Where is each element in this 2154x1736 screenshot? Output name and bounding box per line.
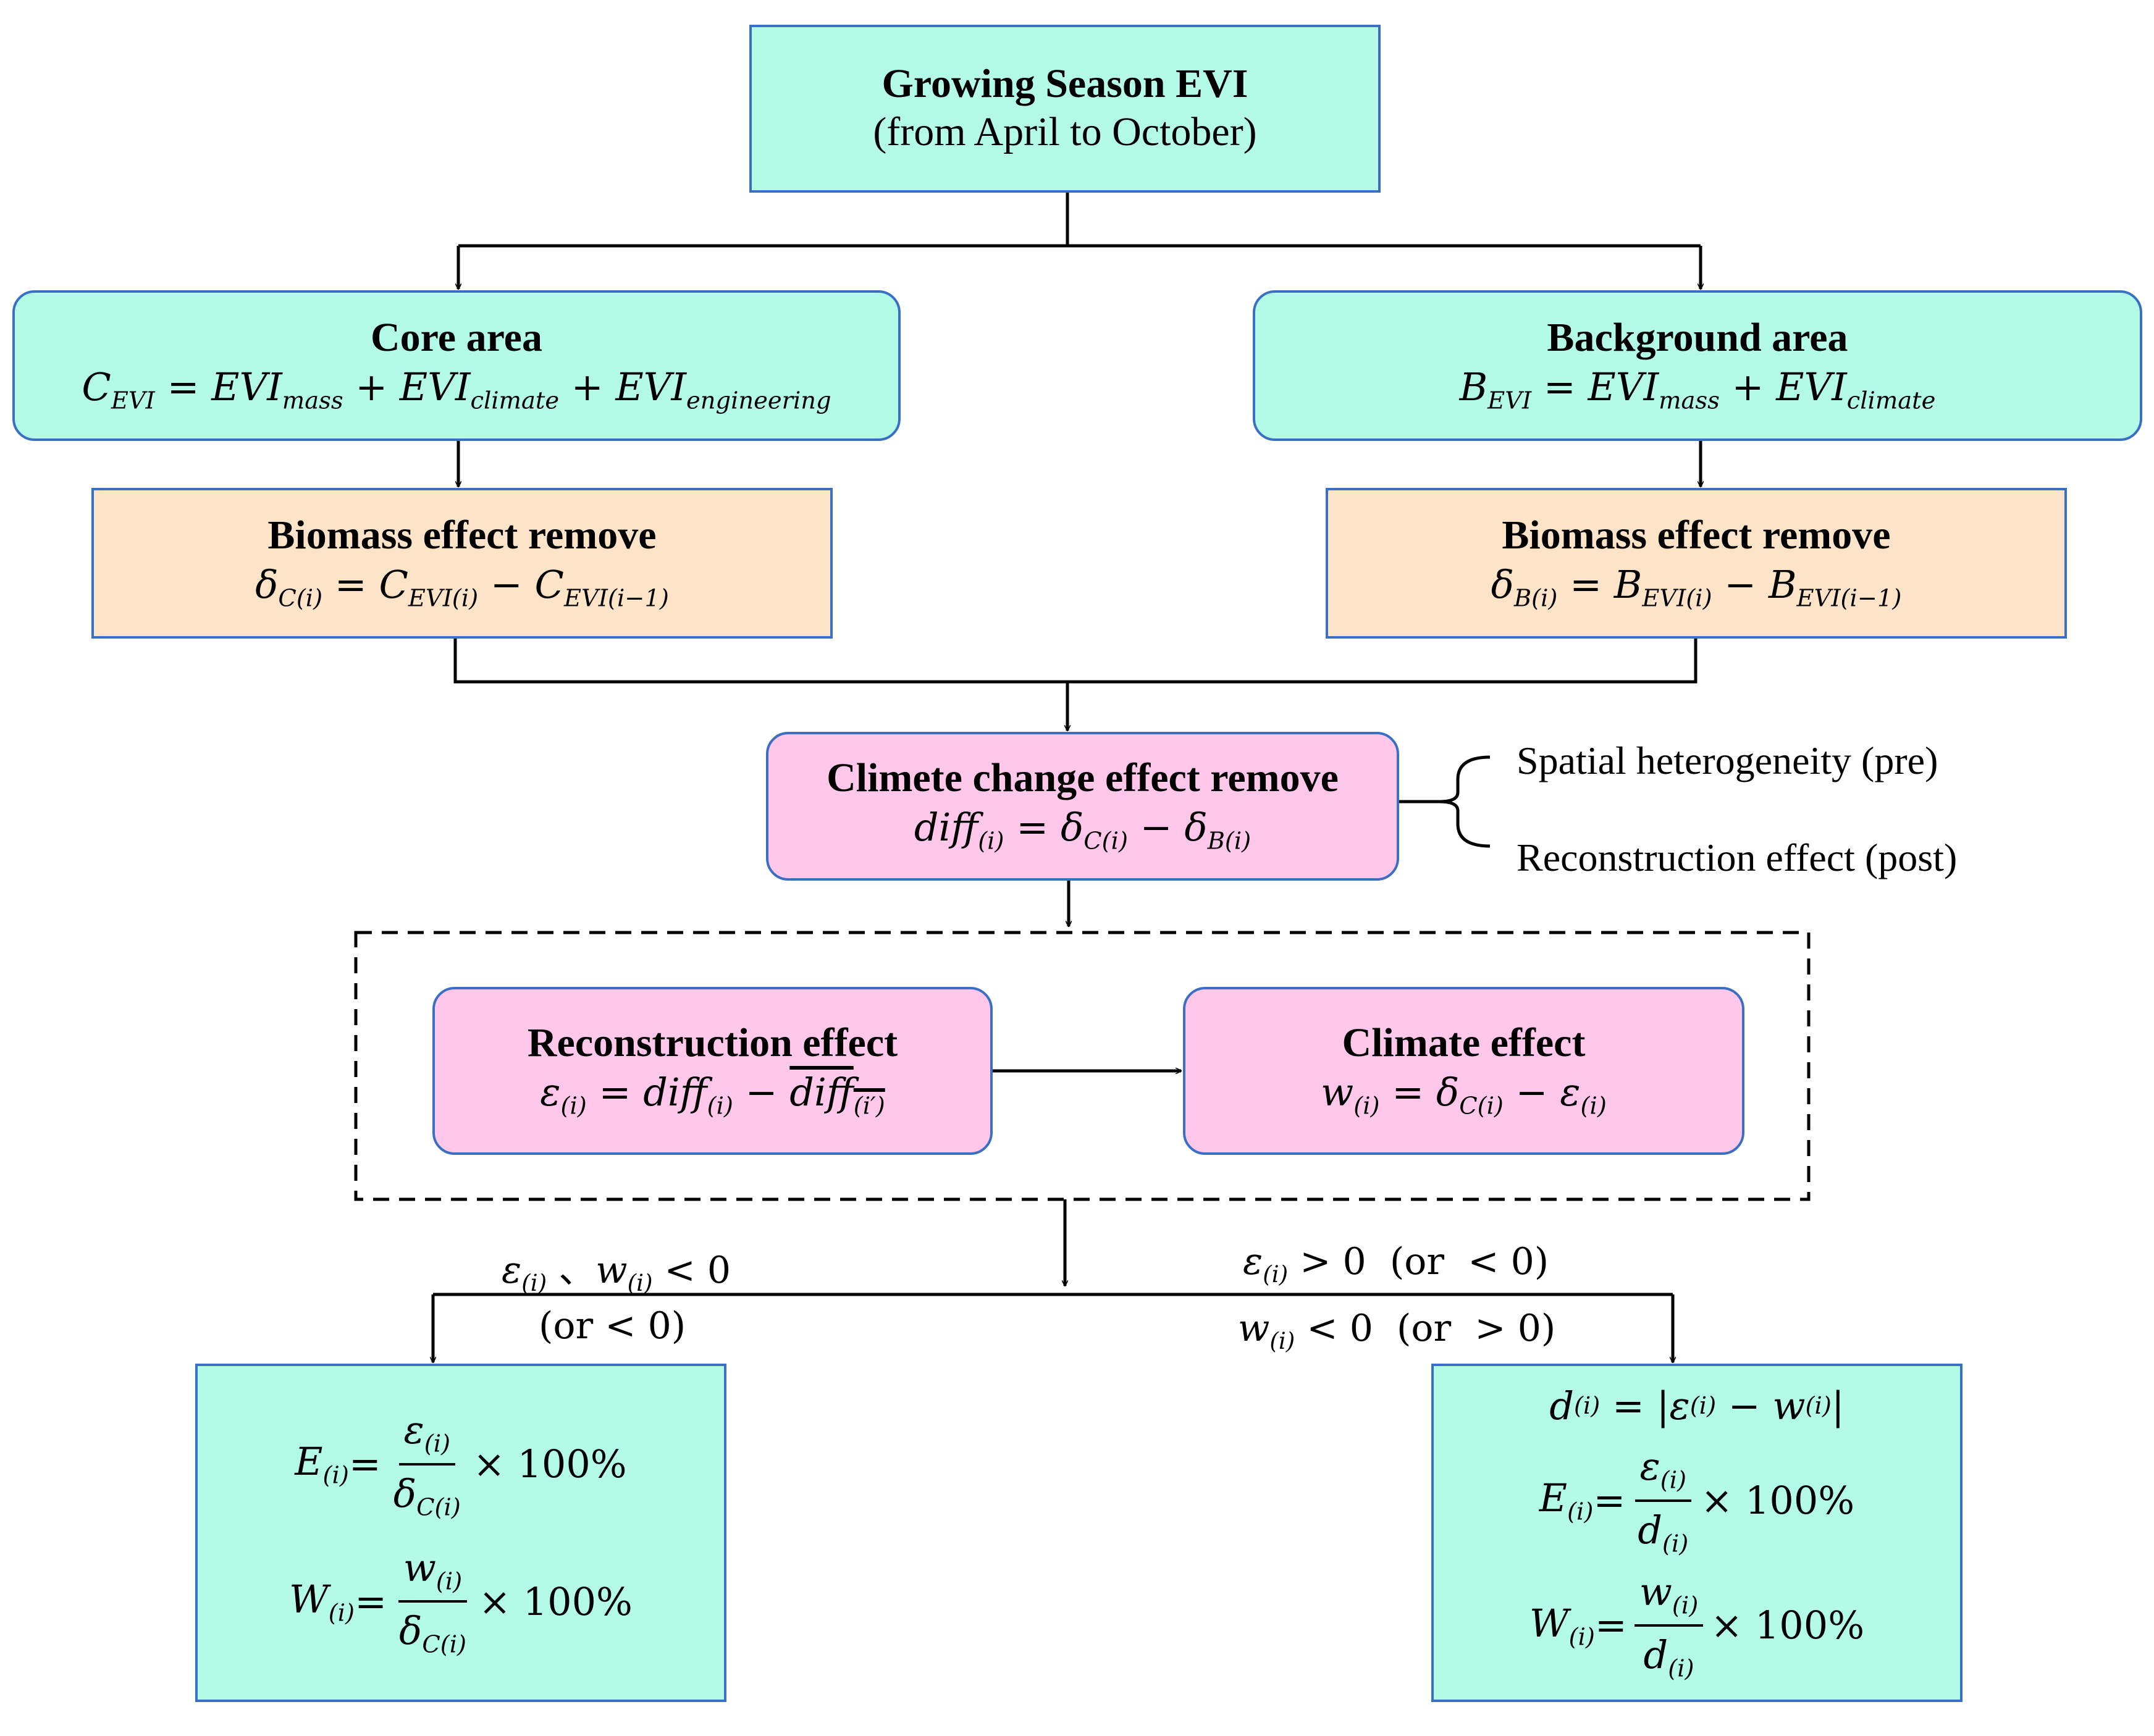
- node-title: Biomass effect remove: [1502, 512, 1891, 558]
- background-equation: BEVI = EVImass + EVIclimate: [1459, 364, 1936, 415]
- node-title: Climate effect: [1342, 1020, 1586, 1065]
- formula-e-left: E(i) = ε(i)δC(i) × 100%: [295, 1404, 626, 1524]
- background-area-node: Background area BEVI = EVImass + EVIclim…: [1253, 290, 2142, 441]
- node-title: Reconstruction effect: [527, 1020, 898, 1065]
- node-subtitle: (from April to October): [873, 109, 1257, 155]
- side-label-pre: Spatial heterogeneity (pre): [1517, 739, 1938, 782]
- climate-effect-equation: w(i) = δC(i) − ε(i): [1321, 1069, 1607, 1120]
- growing-season-node: Growing Season EVI (from April to Octobe…: [749, 25, 1381, 193]
- climate-change-equation: diff(i) = δC(i) − δB(i): [914, 805, 1252, 855]
- formula-w-left: W(i) = w(i)δC(i) × 100%: [289, 1542, 633, 1661]
- climate-change-node: Climete change effect remove diff(i) = δ…: [766, 732, 1399, 881]
- curly-brace: [1439, 755, 1491, 848]
- node-title: Growing Season EVI: [881, 61, 1248, 107]
- node-title: Core area: [371, 314, 542, 360]
- result-right-node: d(i) = |ε(i) − w(i)| E(i) = ε(i)d(i) × 1…: [1431, 1364, 1963, 1702]
- formula-d-right: d(i) = |ε(i) − w(i)|: [1549, 1383, 1845, 1429]
- reconstruction-equation: ε(i) = diff(i) − diff(i′): [540, 1069, 885, 1120]
- biomass-core-node: Biomass effect remove δC(i) = CEVI(i) − …: [91, 488, 833, 639]
- condition-left-line1: ε(i) 、w(i) < 0: [502, 1249, 731, 1297]
- node-title: Climete change effect remove: [827, 755, 1339, 801]
- condition-left-line2: (or < 0): [539, 1304, 686, 1348]
- dashed-group-frame: [354, 931, 1811, 1201]
- condition-right-line1: ε(i) > 0 (or < 0): [1243, 1240, 1549, 1288]
- node-title: Biomass effect remove: [267, 512, 657, 558]
- formula-e-right: E(i) = ε(i)d(i) × 100%: [1539, 1441, 1854, 1560]
- core-area-node: Core area CEVI = EVImass + EVIclimate + …: [12, 290, 901, 441]
- side-label-post: Reconstruction effect (post): [1517, 836, 1958, 879]
- result-left-node: E(i) = ε(i)δC(i) × 100% W(i) = w(i)δC(i)…: [195, 1364, 726, 1702]
- formula-w-right: W(i) = w(i)d(i) × 100%: [1529, 1566, 1864, 1685]
- core-equation: CEVI = EVImass + EVIclimate + EVIenginee…: [82, 364, 831, 415]
- node-title: Background area: [1547, 314, 1848, 360]
- biomass-core-equation: δC(i) = CEVI(i) − CEVI(i−1): [255, 561, 669, 613]
- condition-right-line2: w(i) < 0 (or > 0): [1238, 1307, 1556, 1355]
- reconstruction-node: Reconstruction effect ε(i) = diff(i) − d…: [432, 987, 993, 1155]
- biomass-background-equation: δB(i) = BEVI(i) − BEVI(i−1): [1491, 561, 1902, 613]
- biomass-background-node: Biomass effect remove δB(i) = BEVI(i) − …: [1326, 488, 2067, 639]
- climate-effect-node: Climate effect w(i) = δC(i) − ε(i): [1183, 987, 1744, 1155]
